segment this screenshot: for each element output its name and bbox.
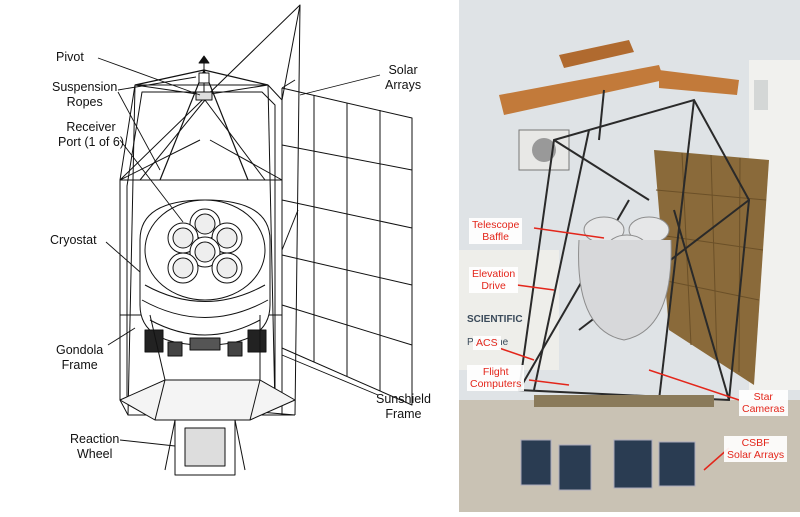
suspension-ropes — [134, 69, 269, 181]
gondola-frame — [119, 84, 283, 416]
label-acs: ACS — [473, 336, 501, 350]
label-receiver-port-line1: Receiver — [66, 120, 116, 134]
receiver-ports — [167, 208, 243, 284]
label-reaction-wheel: Reaction Wheel — [70, 432, 119, 462]
callout-lines — [97, 57, 381, 447]
label-star-cameras-line1: Star — [753, 391, 773, 403]
background-text-scientific: SCIENTIFIC — [467, 314, 523, 325]
label-telescope-baffle: Telescope Baffle — [469, 218, 523, 244]
crane-arm — [499, 40, 739, 171]
gondola-deck — [534, 395, 714, 407]
label-elevation-drive-line1: Elevation — [472, 268, 516, 280]
csbf-solar-arrays-photo — [520, 439, 696, 491]
label-telescope-baffle-line1: Telescope — [472, 219, 520, 231]
label-flight-computers-line1: Flight — [482, 366, 509, 378]
gondola-drawing-svg — [97, 4, 413, 476]
label-suspension-ropes-line1: Suspension — [52, 80, 118, 94]
label-flight-computers-line2: Computers — [470, 378, 522, 390]
label-elevation-drive: Elevation Drive — [469, 267, 519, 293]
label-receiver-port: Receiver Port (1 of 6) — [58, 120, 124, 150]
label-receiver-port-line2: Port (1 of 6) — [58, 135, 124, 149]
label-telescope-baffle-line2: Baffle — [482, 231, 509, 243]
label-elevation-drive-line2: Drive — [481, 280, 506, 292]
reaction-wheel — [164, 419, 246, 476]
label-gondola-frame: Gondola Frame — [56, 343, 103, 373]
label-sunshield-frame-line1: Sunshield — [376, 392, 431, 406]
building-window — [754, 80, 768, 110]
label-star-cameras-line2: Cameras — [742, 403, 785, 415]
label-cryostat: Cryostat — [50, 233, 97, 247]
label-solar-arrays-line1: Solar — [388, 63, 418, 77]
gondola-line-drawing: Pivot Suspension Ropes Receiver Port (1 … — [50, 4, 431, 476]
label-flight-computers: Flight Computers — [467, 365, 525, 391]
gondola-photo-svg: SCIENTIFIC Palestine — [459, 0, 800, 512]
label-star-cameras: Star Cameras — [739, 390, 788, 416]
label-suspension-ropes: Suspension Ropes — [52, 80, 117, 110]
label-gondola-frame-line2: Frame — [61, 358, 98, 372]
label-csbf-solar-arrays: CSBF Solar Arrays — [724, 436, 788, 462]
photo-callout-lines — [498, 227, 740, 471]
label-reaction-wheel-line1: Reaction — [70, 432, 120, 446]
label-solar-arrays-line2: Arrays — [385, 78, 422, 92]
label-csbf-solar-arrays-line1: CSBF — [741, 437, 770, 449]
label-reaction-wheel-line2: Wheel — [76, 447, 113, 461]
solar-array-panel — [281, 79, 413, 406]
label-sunshield-frame: Sunshield Frame — [376, 392, 431, 422]
label-sunshield-frame-line2: Frame — [385, 407, 422, 421]
electronics-boxes — [144, 329, 267, 357]
base-deck — [119, 314, 296, 421]
label-pivot: Pivot — [56, 50, 84, 64]
pivot-assembly — [195, 55, 213, 101]
label-gondola-frame-line1: Gondola — [56, 343, 104, 357]
label-csbf-solar-arrays-line2: Solar Arrays — [727, 449, 785, 461]
label-suspension-ropes-line2: Ropes — [66, 95, 103, 109]
gondola-photo: SCIENTIFIC Palestine Telescope Baffle El… — [459, 0, 800, 512]
label-solar-arrays: Solar Arrays — [385, 63, 421, 93]
